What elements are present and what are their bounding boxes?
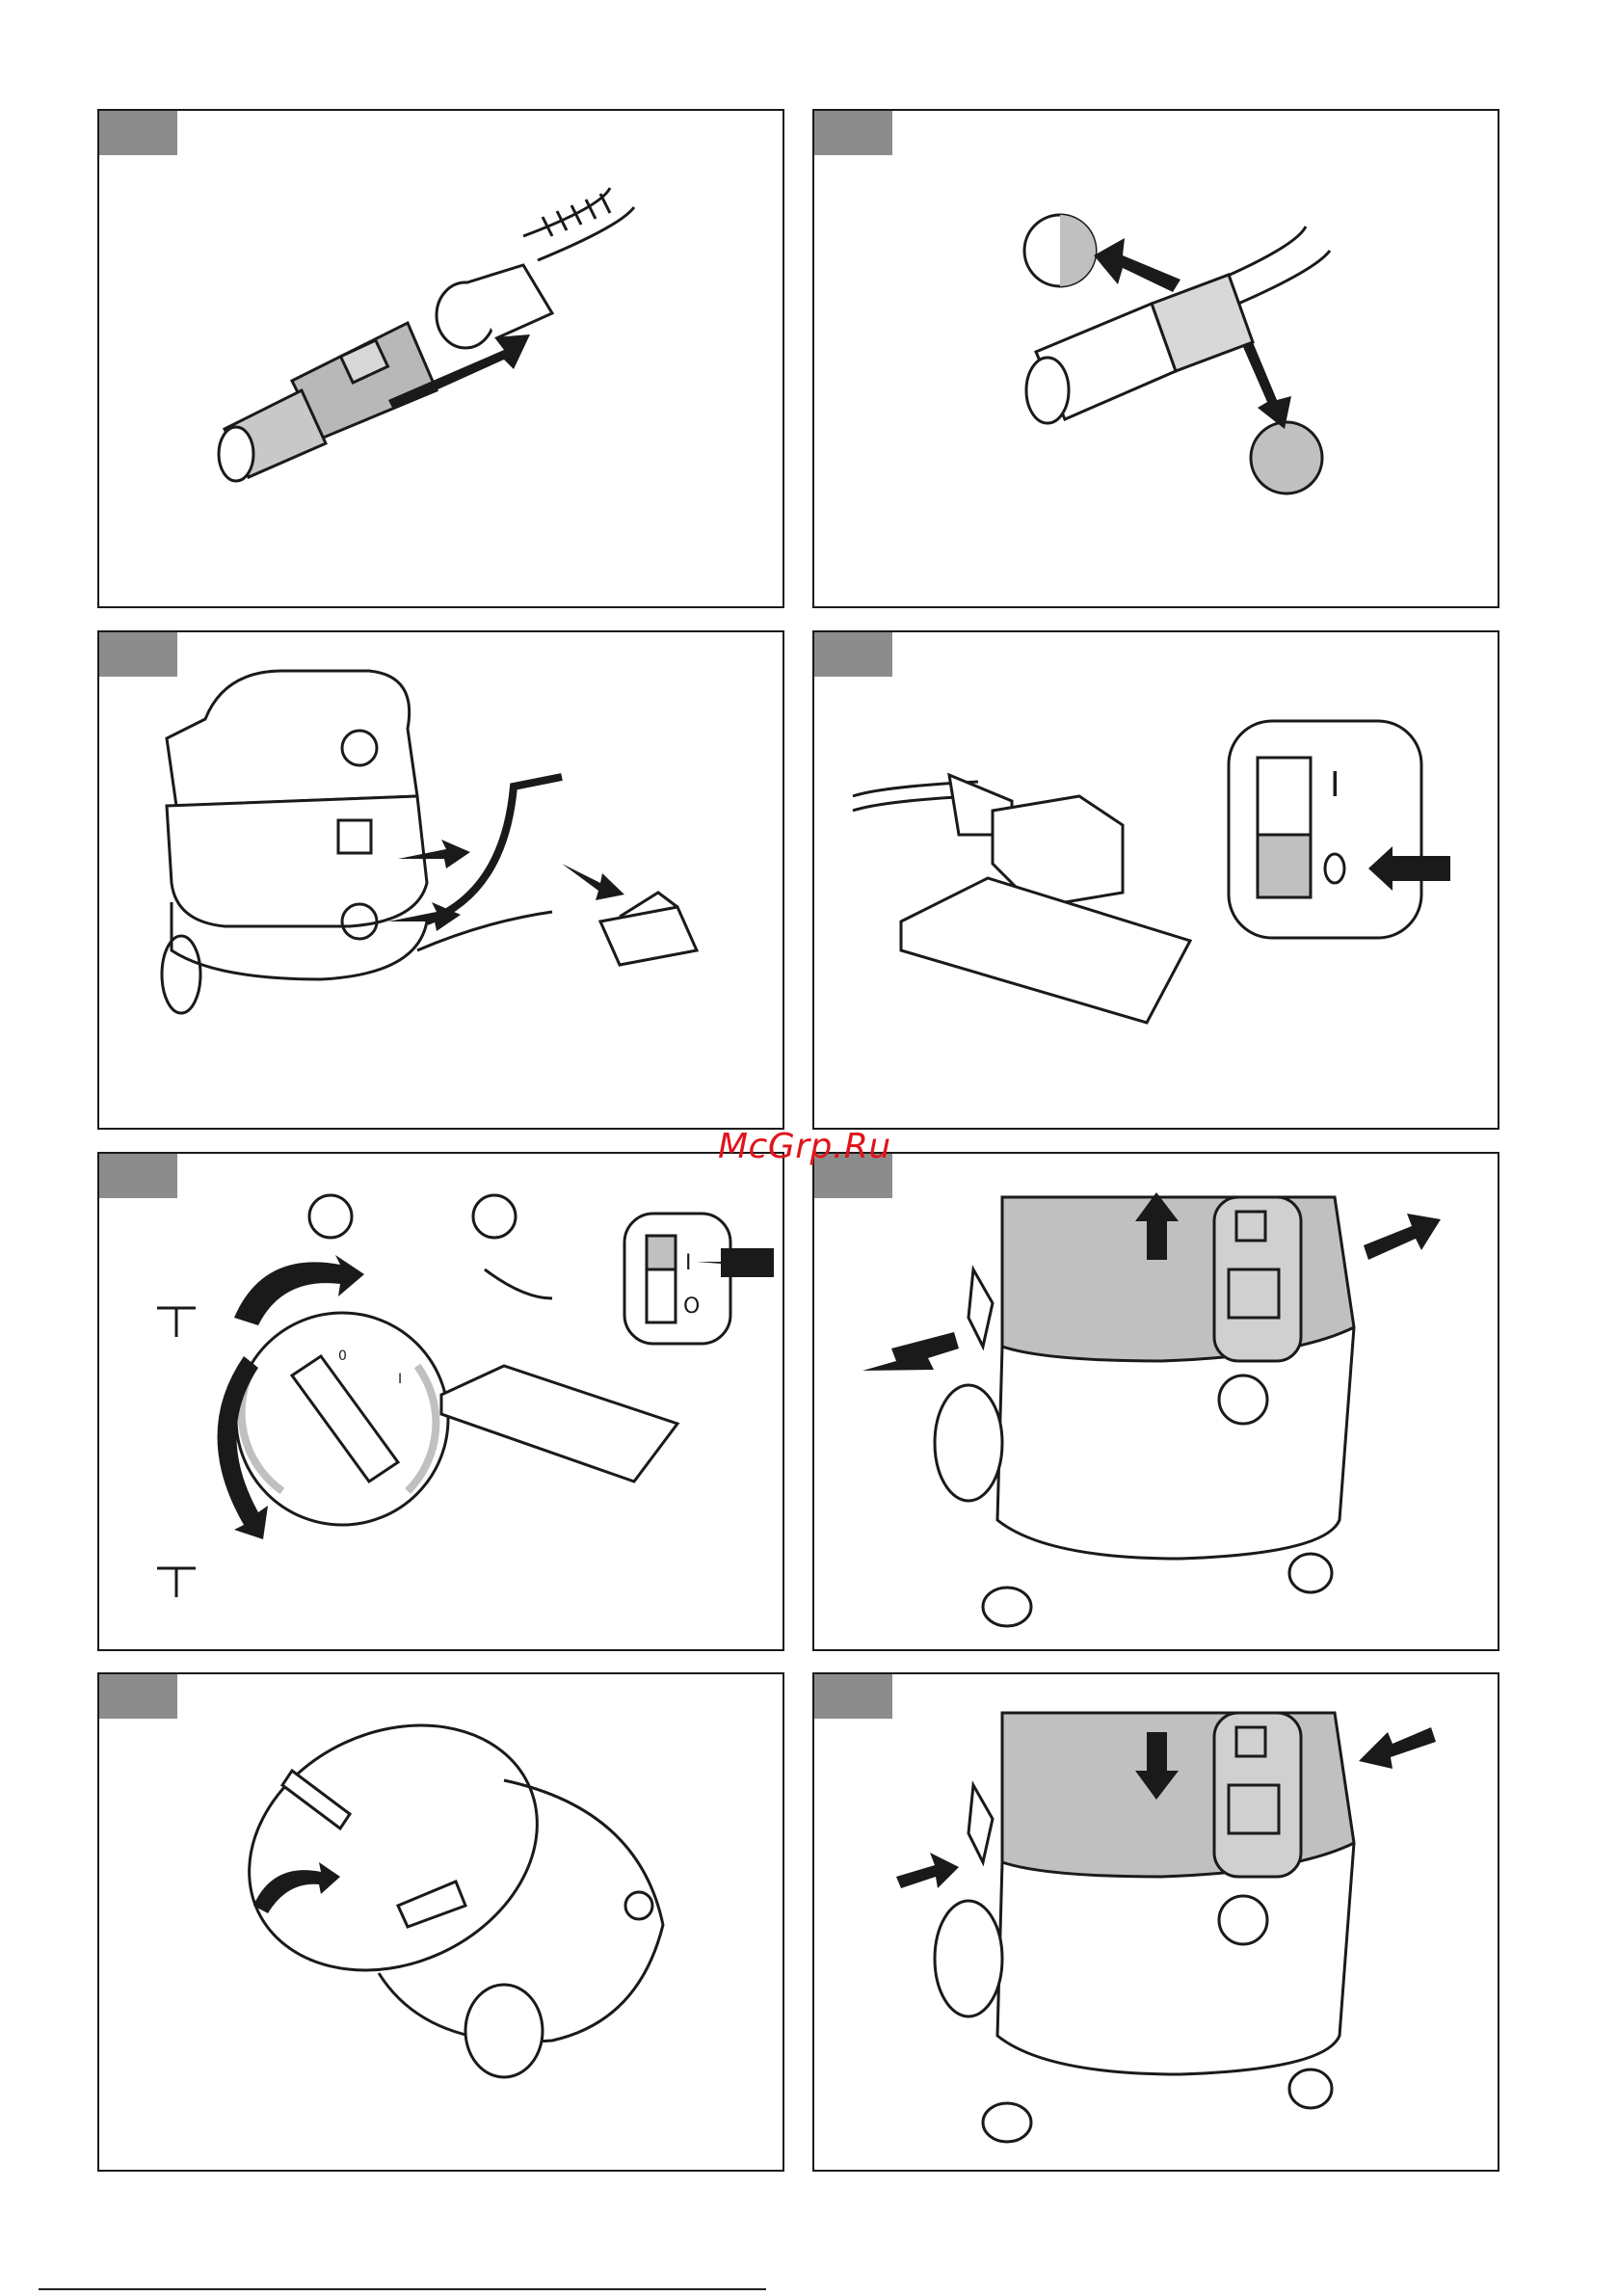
switch-on-label: I [685, 1251, 692, 1275]
bottom-divider [39, 2288, 766, 2290]
panel-empty-container [97, 1672, 784, 2172]
hose-adapter-rotate-illustration [814, 111, 1498, 606]
vacuum-tool-connect-illustration [99, 632, 782, 1128]
knob-off-label: 0 [338, 1348, 347, 1364]
suction-knob-illustration: 0 I I O [99, 1154, 782, 1649]
hose-adapter-connect-illustration [99, 111, 782, 606]
vacuum-head-remove-illustration [814, 1154, 1498, 1649]
knob-on-label: I [398, 1372, 402, 1387]
switch-on-label: I [1330, 765, 1340, 805]
panel-attach-adapter [97, 109, 784, 608]
power-switch-off-illustration: I [814, 632, 1498, 1128]
switch-off-label: O [683, 1295, 700, 1319]
panel-attach-head [812, 1672, 1499, 2172]
panel-switch-off: I [812, 630, 1499, 1130]
watermark-text: McGrp.Ru [718, 1127, 891, 1166]
panel-remove-adapter [812, 109, 1499, 608]
panel-remove-head [812, 1152, 1499, 1651]
panel-suction-regulator: 0 I I O [97, 1152, 784, 1651]
panel-connect-tool [97, 630, 784, 1130]
container-tilt-illustration [99, 1674, 782, 2170]
vacuum-head-attach-illustration [814, 1674, 1498, 2170]
